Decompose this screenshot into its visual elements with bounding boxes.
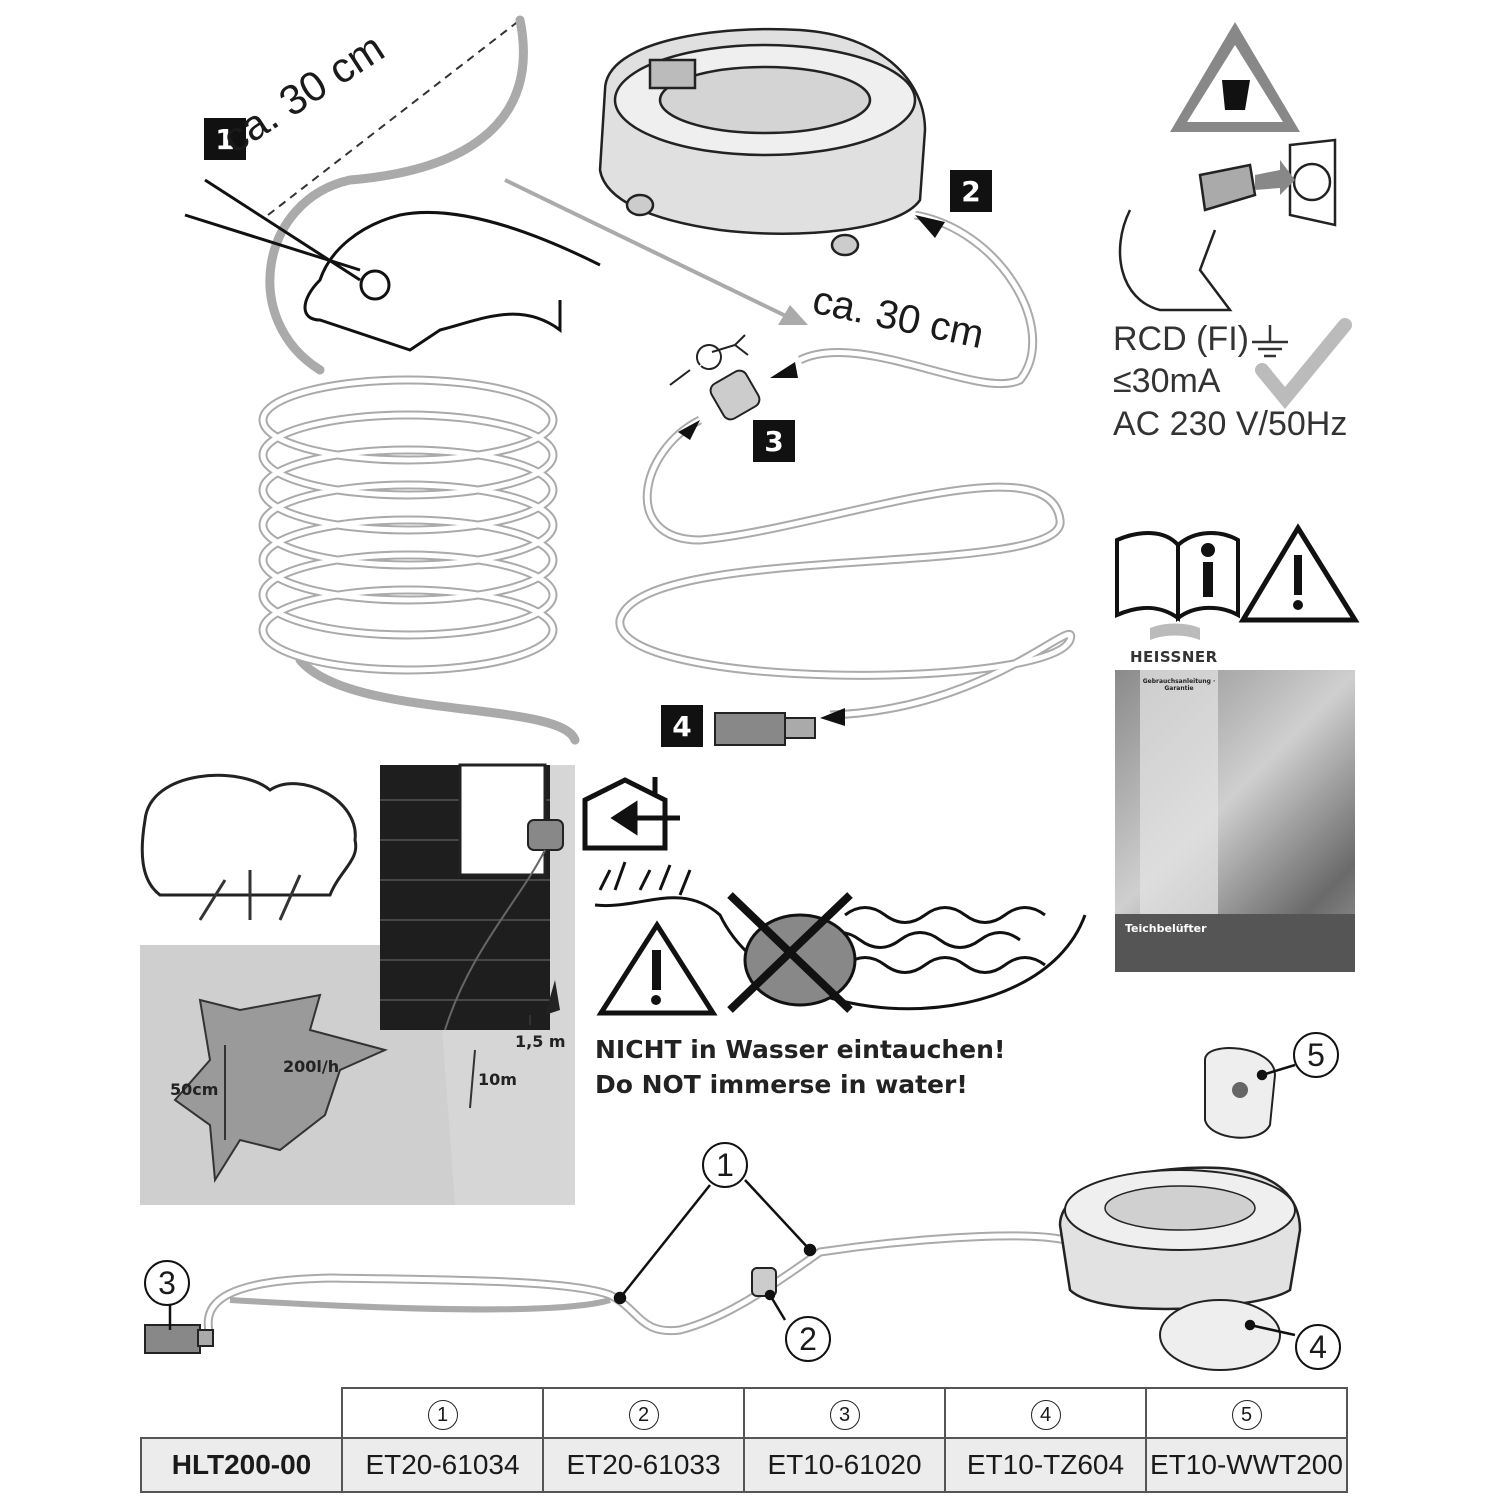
rcd-label: RCD (FI) (1113, 320, 1249, 358)
measure-arrow (504, 178, 791, 320)
heissner-logo: HEISSNER (1130, 648, 1218, 666)
warning-triangle-icon (1238, 523, 1360, 623)
air-pump (598, 27, 927, 257)
table-header-cell: 2 (628, 1400, 659, 1431)
cut-guide-dashed-line (267, 19, 521, 216)
current-rating: ≤30mA (1113, 362, 1221, 400)
warning-text-en: Do NOT immerse in water! (595, 1070, 968, 1099)
hand-scissors-icon (184, 178, 601, 352)
hose-length-dim: 10m (478, 1070, 517, 1089)
callout-3: 3 (144, 1260, 190, 1306)
callout-5: 5 (1293, 1032, 1339, 1078)
manual-subtitle: Gebrauchsanleitung · Garantie (1140, 670, 1218, 915)
step-3-label: 3 (753, 420, 795, 462)
parts-overview (144, 1047, 1302, 1371)
step-1-label: 1 (204, 118, 246, 160)
part-code: ET10-WWT200 (1145, 1437, 1348, 1493)
water-warning-triangle-icon (596, 920, 718, 1016)
connection-arrows (678, 215, 945, 726)
step-2-label: 2 (950, 170, 992, 212)
voltage-rating: AC 230 V/50Hz (1113, 405, 1348, 443)
part-code: ET20-61033 (542, 1437, 745, 1493)
table-header-row: 1 2 3 4 5 (141, 1387, 1348, 1439)
flow-label: 200l/h (283, 1057, 340, 1076)
checkmark-icon (1255, 318, 1352, 410)
table-header-cell: 3 (829, 1400, 860, 1431)
check-valve (669, 334, 761, 421)
table-header-cell: 4 (1030, 1400, 1061, 1431)
ground-symbol-icon (1252, 325, 1288, 358)
winter-scene (140, 763, 575, 1205)
air-stone (714, 712, 786, 746)
callout-1: 1 (702, 1142, 748, 1188)
part-code: ET10-TZ604 (944, 1437, 1147, 1493)
table-header-cell: 1 (427, 1400, 458, 1431)
warning-text-de: NICHT in Wasser eintauchen! (595, 1035, 1006, 1064)
electric-warning-icon (1170, 22, 1300, 132)
callout-2: 2 (785, 1316, 831, 1362)
plug-socket-icon (1118, 138, 1337, 312)
table-header-cell: 5 (1231, 1400, 1262, 1431)
callout-4: 4 (1295, 1324, 1341, 1370)
depth-label: 50cm (170, 1080, 219, 1099)
manual-title: Teichbelüfter (1115, 914, 1355, 972)
height-dim: 1,5 m (515, 1032, 566, 1051)
table-row: HLT200-00 ET20-61034 ET20-61033 ET10-610… (140, 1437, 1348, 1493)
part-code: ET20-61034 (341, 1437, 544, 1493)
pond-cross-section (594, 861, 1087, 1013)
read-manual-icon (1115, 531, 1240, 623)
manual-cover: Gebrauchsanleitung · Garantie Teichbelüf… (1115, 670, 1355, 972)
part-code: ET10-61020 (743, 1437, 946, 1493)
step-4-label: 4 (661, 705, 703, 747)
spare-parts-table: 1 2 3 4 5 HLT200-00 ET20-61034 ET20-6103… (140, 1387, 1348, 1493)
indoor-house-icon (582, 777, 680, 851)
model-number: HLT200-00 (140, 1437, 343, 1493)
